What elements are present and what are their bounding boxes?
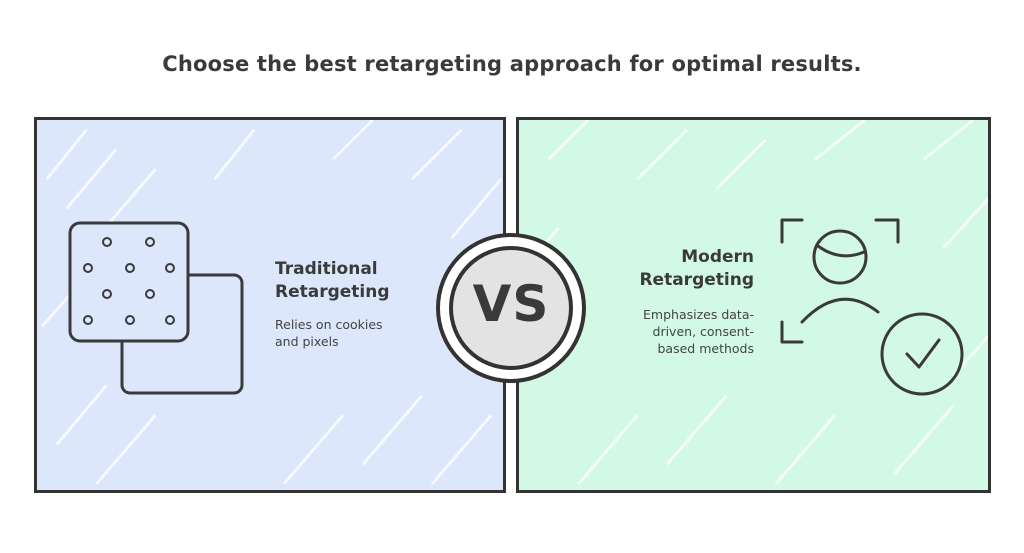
traditional-heading-line2: Retargeting [275,282,390,302]
modern-desc-line2: driven, consent- [652,324,754,339]
modern-desc-line3: based methods [657,341,755,356]
hatch-texture [40,120,503,486]
verified-user-icon [780,218,964,396]
modern-desc-line1: Emphasizes data- [643,307,754,322]
traditional-desc-line2: and pixels [275,334,339,349]
modern-heading-line2: Retargeting [639,270,754,290]
hatch-texture [522,120,988,486]
modern-panel: Modern Retargeting Emphasizes data- driv… [516,117,991,493]
traditional-desc-line1: Relies on cookies [275,317,383,332]
vs-label: VS [472,275,550,333]
traditional-panel: Traditional Retargeting Relies on cookie… [34,117,506,493]
modern-heading-line1: Modern [681,247,754,267]
vs-badge [436,233,586,383]
cookie-icon [68,221,244,395]
modern-description: Emphasizes data- driven, consent- based … [614,306,754,357]
traditional-heading: Traditional Retargeting [275,258,455,304]
modern-heading: Modern Retargeting [569,246,754,292]
traditional-heading-line1: Traditional [275,259,378,279]
traditional-description: Relies on cookies and pixels [275,316,435,350]
page-title: Choose the best retargeting approach for… [162,52,862,76]
